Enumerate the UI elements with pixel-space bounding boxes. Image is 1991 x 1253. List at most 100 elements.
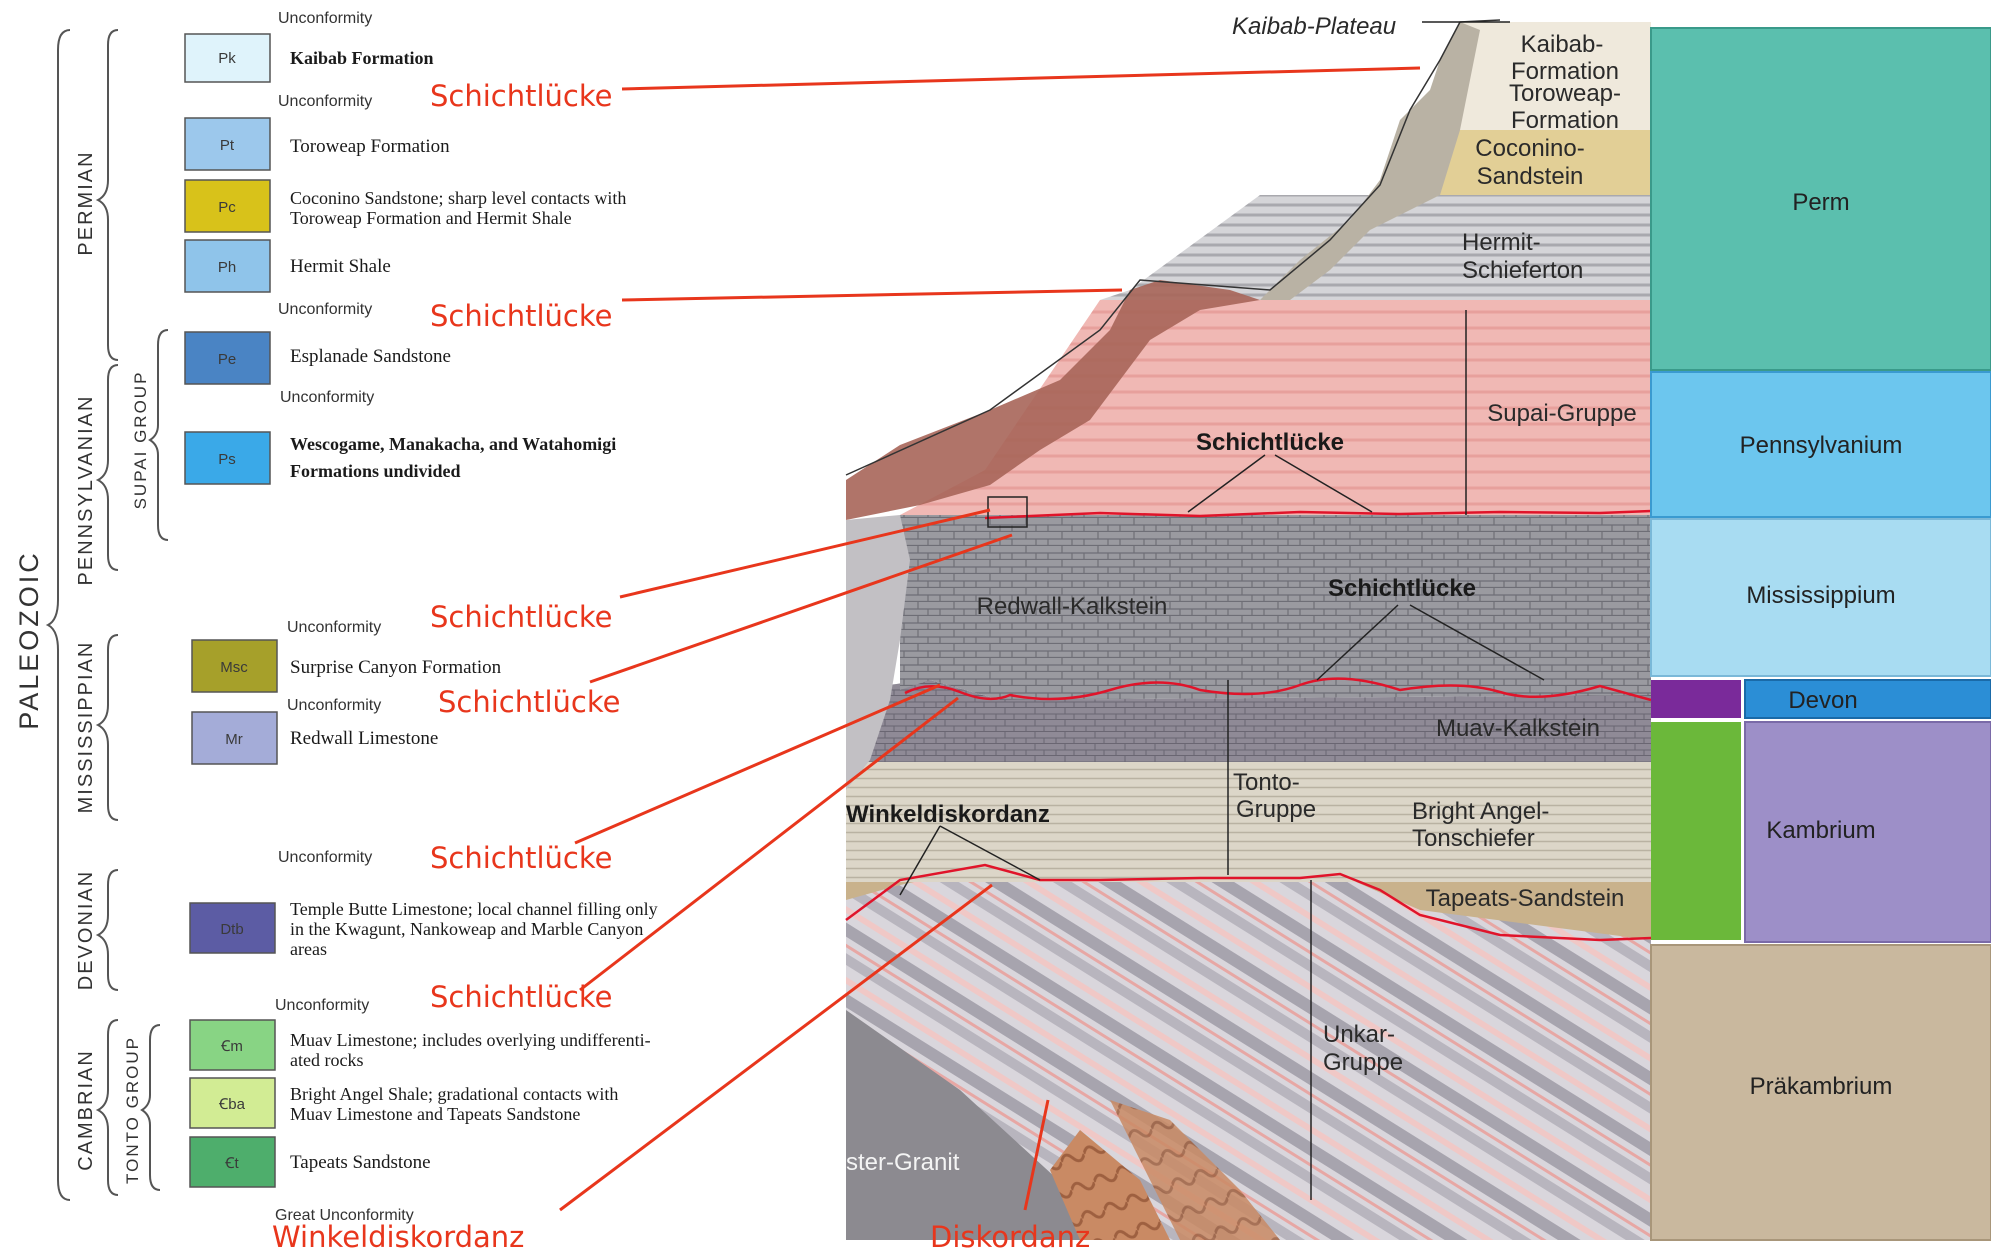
schicht-label-2: Schichtlücke xyxy=(430,299,612,333)
label-tonto-2: Gruppe xyxy=(1236,796,1316,823)
connector-2 xyxy=(622,290,1122,300)
label-bright-angel-2: Tonschiefer xyxy=(1412,825,1535,852)
unit-mr: Mr Redwall Limestone xyxy=(192,712,438,764)
label-hermit-2: Schieferton xyxy=(1462,257,1583,284)
label-supai: Supai-Gruppe xyxy=(1487,400,1636,427)
tonto-brace xyxy=(142,1025,160,1190)
unconformity-label-5: Unconformity xyxy=(287,619,381,636)
group-supai: SUPAI GROUP xyxy=(131,371,150,510)
unit-cm-text-1: Muav Limestone; includes overlying undif… xyxy=(290,1030,651,1050)
unconformity-label-7: Unconformity xyxy=(278,849,372,866)
label-coconino-1: Coconino- xyxy=(1475,135,1584,162)
label-unkar-1: Unkar- xyxy=(1323,1021,1395,1048)
unit-cba-text-1: Bright Angel Shale; gradational contacts… xyxy=(290,1084,618,1104)
label-unkar-2: Gruppe xyxy=(1323,1049,1403,1076)
unit-cba: Ꞓba Bright Angel Shale; gradational cont… xyxy=(190,1078,618,1128)
unit-dtb-text-1: Temple Butte Limestone; local channel fi… xyxy=(290,899,658,919)
unit-msc-symbol: Msc xyxy=(220,659,248,676)
label-redwall: Redwall-Kalkstein xyxy=(977,593,1168,620)
unit-pe-symbol: Pe xyxy=(218,351,236,368)
unit-ps-text-1: Wescogame, Manakacha, and Watahomigi xyxy=(290,434,616,454)
unit-pk-text: Kaibab Formation xyxy=(290,48,434,68)
period-block-devon-purple xyxy=(1651,680,1741,718)
label-gap-2: Schichtlücke xyxy=(1328,575,1476,602)
unit-ph: Ph Hermit Shale xyxy=(185,240,391,292)
schicht-label-1: Schichtlücke xyxy=(430,79,612,113)
unit-pc-text-2: Toroweap Formation and Hermit Shale xyxy=(290,208,572,228)
label-toroweap-1: Toroweap- xyxy=(1509,80,1621,107)
label-hermit-1: Hermit- xyxy=(1462,229,1541,256)
unit-pt-symbol: Pt xyxy=(220,137,235,154)
cross-section: Kaibab-Plateau Kaibab- Formation Torowea… xyxy=(846,13,1651,1240)
unit-cm-text-2: ated rocks xyxy=(290,1050,363,1070)
unit-mr-text: Redwall Limestone xyxy=(290,728,438,749)
period-cambrian: CAMBRIAN xyxy=(75,1049,97,1171)
unit-pc-symbol: Pc xyxy=(218,199,236,216)
unconformity-label-6: Unconformity xyxy=(287,697,381,714)
unit-msc-text: Surprise Canyon Formation xyxy=(290,657,502,678)
unit-pk: Pk Kaibab Formation xyxy=(185,34,434,82)
schicht-label-5: Schichtlücke xyxy=(430,841,612,875)
unit-pk-symbol: Pk xyxy=(218,50,236,67)
unit-ph-text: Hermit Shale xyxy=(290,256,391,277)
schicht-label-6: Schichtlücke xyxy=(430,980,612,1014)
period-pennsylvanian: PENNSYLVANIAN xyxy=(75,395,97,586)
unit-ps: Ps Wescogame, Manakacha, and Watahomigi … xyxy=(185,432,616,484)
period-devonian: DEVONIAN xyxy=(75,870,97,990)
unit-pc: Pc Coconino Sandstone; sharp level conta… xyxy=(185,180,626,232)
unconformity-label-3: Unconformity xyxy=(278,301,372,318)
label-tapeats: Tapeats-Sandstein xyxy=(1426,885,1625,912)
label-toroweap-2: Formation xyxy=(1511,107,1619,134)
period-pennsylvanium-label: Pennsylvanium xyxy=(1740,432,1903,459)
schicht-label-4: Schichtlücke xyxy=(438,685,620,719)
supai-brace xyxy=(150,330,168,540)
label-kaibab-1: Kaibab- xyxy=(1521,31,1604,58)
cambrian-brace xyxy=(98,1020,118,1195)
period-kambrium-label: Kambrium xyxy=(1766,817,1875,844)
connector-1 xyxy=(622,68,1420,89)
period-praekambrium-label: Präkambrium xyxy=(1750,1073,1893,1100)
unit-dtb-symbol: Dtb xyxy=(220,921,243,938)
unit-pt: Pt Toroweap Formation xyxy=(185,118,450,170)
label-winkel: Winkeldiskordanz xyxy=(846,801,1050,828)
winkel-label: Winkeldiskordanz xyxy=(272,1220,524,1253)
unconformity-label-4: Unconformity xyxy=(280,389,374,406)
pennsylvanian-brace xyxy=(98,365,118,570)
unit-ps-symbol: Ps xyxy=(218,451,236,468)
unit-ct-text: Tapeats Sandstone xyxy=(290,1152,431,1173)
unit-ps-text-2: Formations undivided xyxy=(290,461,461,481)
period-block-devon xyxy=(1745,680,1991,718)
group-tonto: TONTO GROUP xyxy=(123,1036,142,1184)
permian-brace xyxy=(98,30,118,360)
unit-ct-symbol: Ꞓt xyxy=(224,1155,239,1172)
label-tonto-1: Tonto- xyxy=(1233,769,1300,796)
period-block-kambrium-green xyxy=(1651,722,1741,940)
unit-pt-text: Toroweap Formation xyxy=(290,136,450,157)
label-gap-1: Schichtlücke xyxy=(1196,429,1344,456)
label-muav: Muav-Kalkstein xyxy=(1436,715,1600,742)
unit-mr-symbol: Mr xyxy=(225,731,243,748)
period-devon-label: Devon xyxy=(1788,687,1857,714)
schicht-label-3: Schichtlücke xyxy=(430,600,612,634)
era-brace xyxy=(48,30,70,1200)
period-mississippian: MISSISSIPPIAN xyxy=(75,641,97,814)
label-kaibab-plateau: Kaibab-Plateau xyxy=(1232,13,1396,40)
unit-dtb: Dtb Temple Butte Limestone; local channe… xyxy=(190,899,658,959)
time-column: Perm Pennsylvanium Mississippium Devon K… xyxy=(1651,28,1991,1240)
unit-dtb-text-2: in the Kwagunt, Nankoweap and Marble Can… xyxy=(290,919,643,939)
devonian-brace xyxy=(98,870,118,990)
period-permian: PERMIAN xyxy=(75,150,97,255)
label-granit: ster-Granit xyxy=(846,1149,960,1176)
unit-cba-text-2: Muav Limestone and Tapeats Sandstone xyxy=(290,1104,580,1124)
unit-pc-text-1: Coconino Sandstone; sharp level contacts… xyxy=(290,188,626,208)
label-coconino-2: Sandstein xyxy=(1477,163,1584,190)
unit-pe: Pe Esplanade Sandstone xyxy=(185,332,451,384)
unit-cm-symbol: Ꞓm xyxy=(220,1038,243,1055)
unit-pe-text: Esplanade Sandstone xyxy=(290,346,451,367)
era-label: PALEOZOIC xyxy=(14,550,44,730)
period-perm-label: Perm xyxy=(1792,189,1849,216)
unit-cm: Ꞓm Muav Limestone; includes overlying un… xyxy=(190,1020,651,1070)
unit-ct: Ꞓt Tapeats Sandstone xyxy=(190,1137,431,1187)
unconformity-label-8: Unconformity xyxy=(275,997,369,1014)
